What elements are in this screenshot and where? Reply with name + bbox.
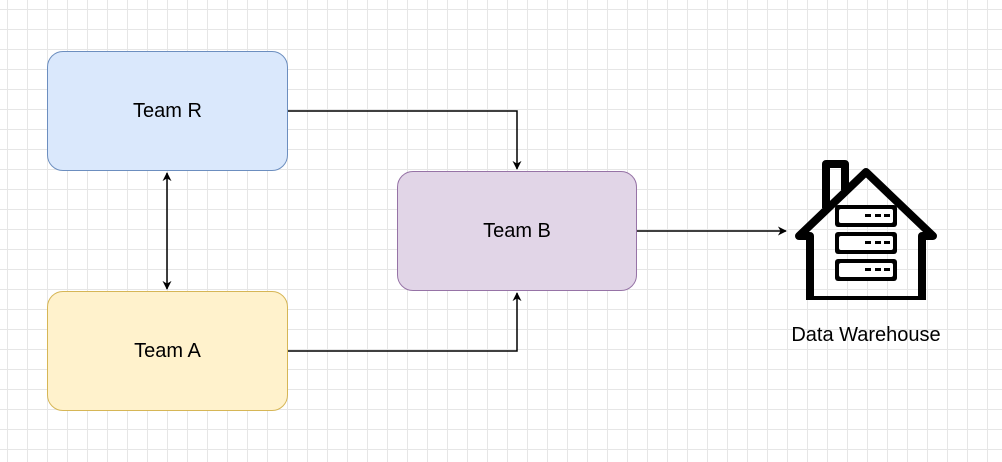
- node-team-b[interactable]: Team B: [397, 171, 637, 291]
- warehouse-label: Data Warehouse: [791, 324, 941, 346]
- edge-team-a-to-team-b[interactable]: [288, 292, 522, 352]
- node-team-r[interactable]: Team R: [47, 51, 288, 171]
- warehouse-server-icon[interactable]: [795, 160, 937, 300]
- edge-team-r-to-team-b[interactable]: [288, 110, 522, 170]
- node-team-a[interactable]: Team A: [47, 291, 288, 411]
- node-team-a-label: Team A: [134, 339, 201, 362]
- node-team-b-label: Team B: [483, 219, 551, 242]
- node-team-r-label: Team R: [133, 99, 202, 122]
